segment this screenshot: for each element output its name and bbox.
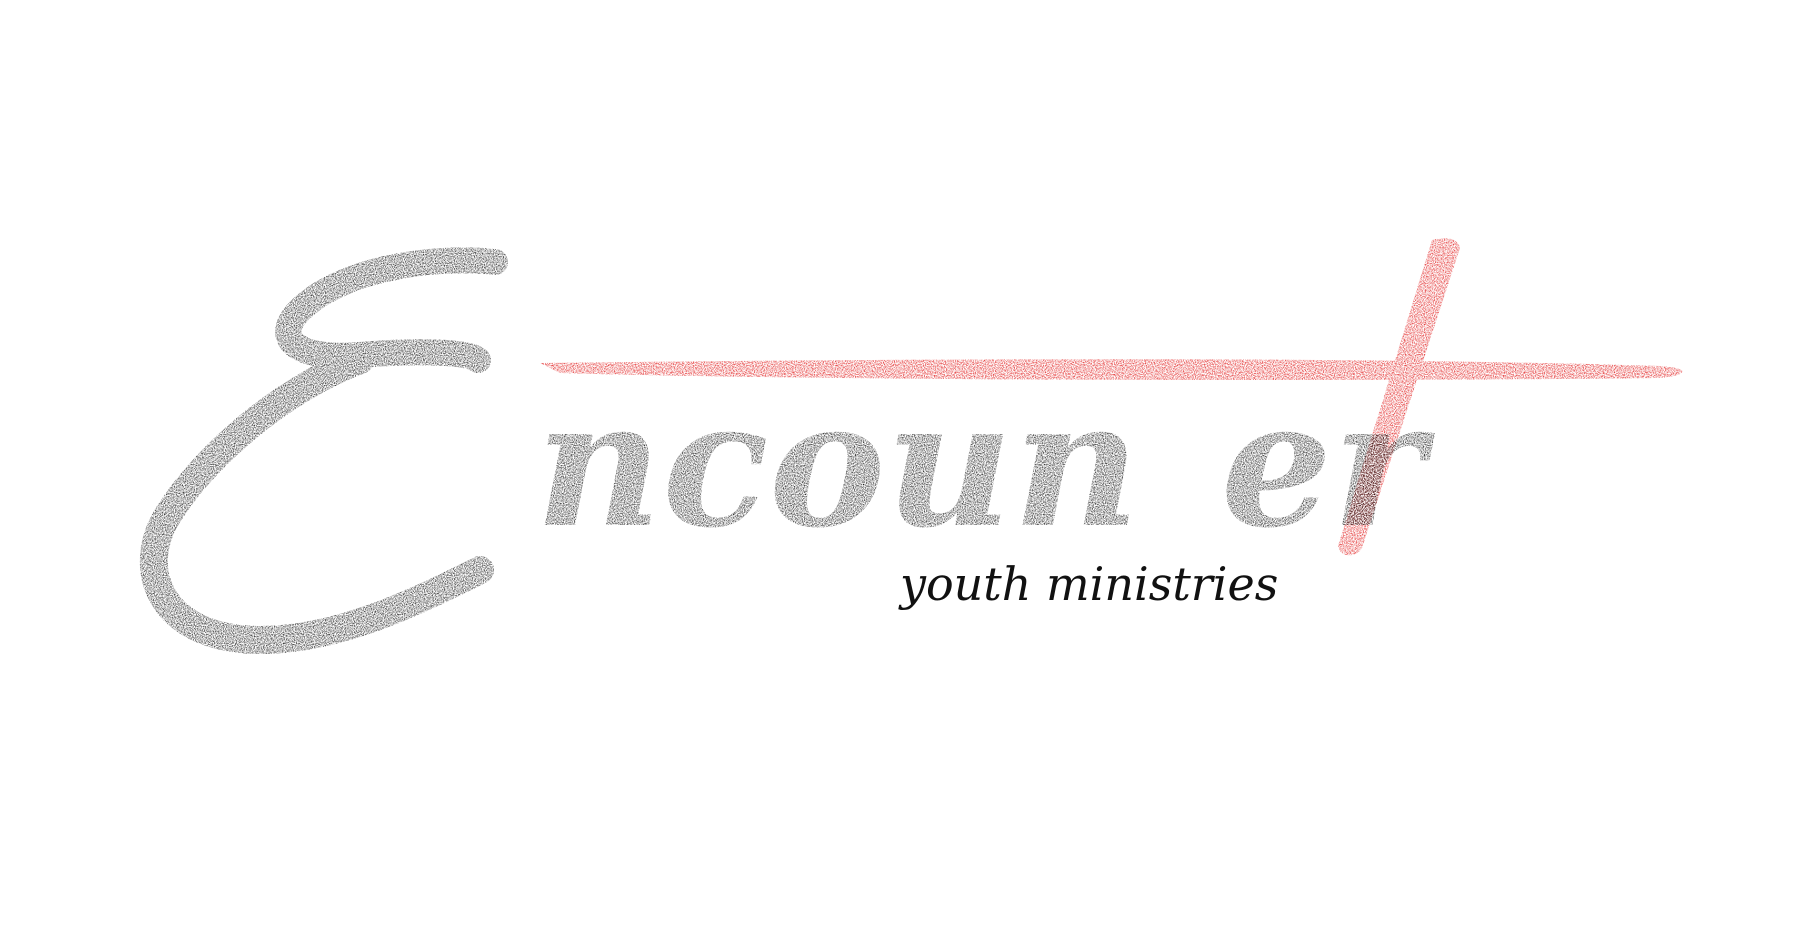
wordmark-letter-o: o: [769, 362, 886, 567]
wordmark-text: ncounter: [535, 362, 1435, 567]
tagline: youth ministries: [898, 557, 1278, 611]
wordmark-letter-c: c: [662, 362, 769, 567]
cross-vertical-stroke: [1338, 238, 1460, 556]
wordmark-letter-n: n: [535, 362, 662, 567]
cross-icon: [540, 238, 1683, 556]
wordmark-letter-u: u: [886, 362, 1013, 567]
wordmark-letter-e: e: [1221, 362, 1332, 567]
wordmark-letter-r: r: [1332, 362, 1435, 567]
wordmark-e-glyph: [139, 247, 508, 655]
wordmark-letter-n2: n: [1013, 362, 1140, 567]
wordmark-letter-t: t: [1140, 362, 1221, 567]
